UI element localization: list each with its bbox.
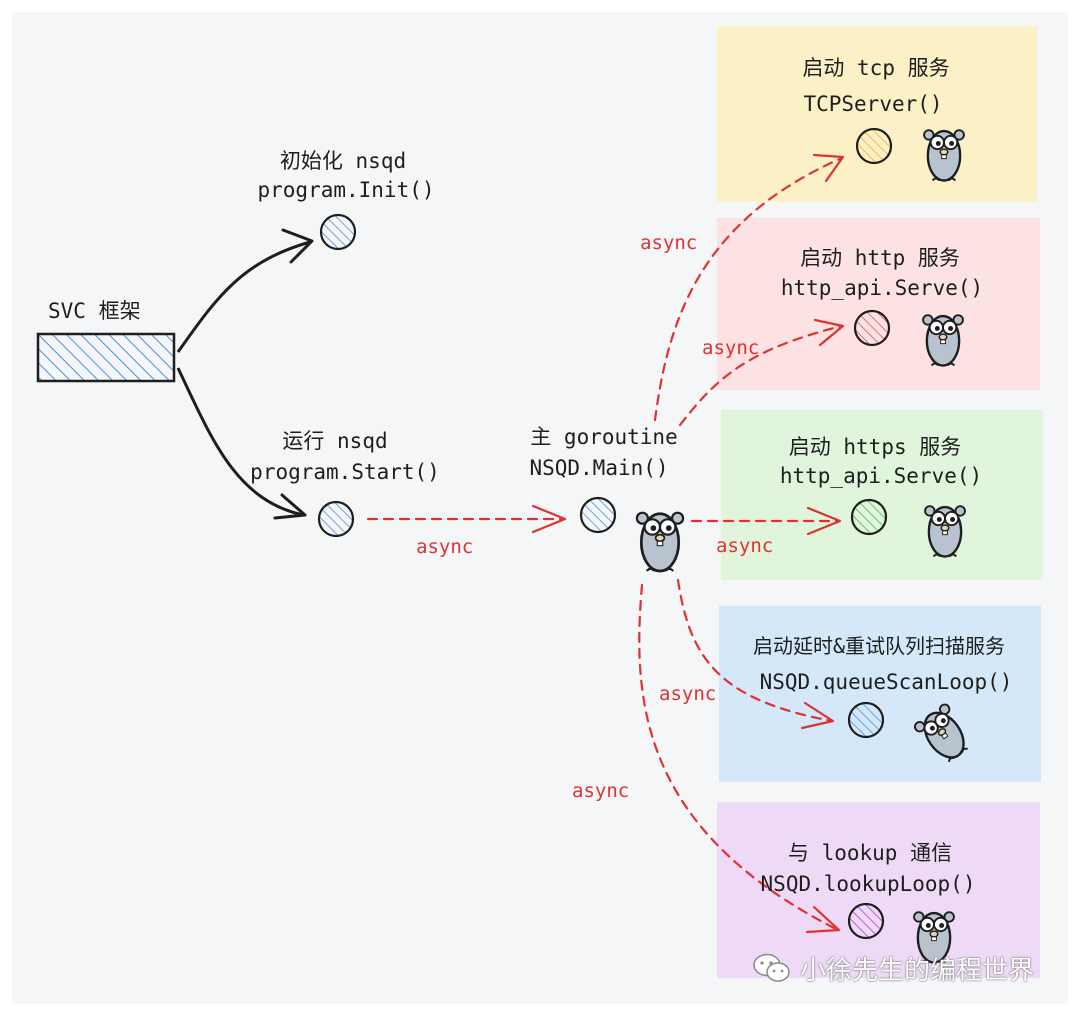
arrowhead-start (273, 493, 307, 520)
wechat-logo-icon (753, 953, 790, 982)
svc-framework-bar (36, 332, 176, 383)
start-title: 运行 nsqd (282, 429, 388, 453)
async-label-lookup: async (572, 780, 630, 802)
init-node-icon (319, 213, 357, 251)
arrowhead-http (813, 318, 845, 347)
arrow-main-to-http (678, 324, 844, 427)
arrowhead-init (281, 228, 314, 264)
tcp-node-icon (855, 127, 893, 165)
main-code: NSQD.Main() (529, 456, 669, 480)
main-title: 主 goroutine (530, 425, 678, 449)
lookup-node-icon (847, 902, 885, 940)
svc-framework-label: SVC 框架 (48, 299, 141, 323)
arrowhead-lookup (805, 905, 841, 934)
queue-scan-service-box (719, 606, 1041, 782)
https-service-code: http_api.Serve() (779, 464, 983, 488)
async-label-queue: async (659, 683, 717, 705)
http-service-code: http_api.Serve() (780, 276, 984, 300)
http-service-title: 启动 http 服务 (800, 246, 960, 270)
arrowhead-main (531, 504, 567, 534)
https-node-icon (850, 498, 888, 536)
lookup-service-title: 与 lookup 通信 (787, 841, 953, 865)
async-label-tcp: async (640, 232, 698, 254)
init-code: program.Init() (257, 178, 435, 202)
arrow-main-to-lookup (638, 583, 840, 932)
start-code: program.Start() (250, 460, 440, 484)
queue-service-code: NSQD.queueScanLoop() (759, 670, 1013, 694)
main-node-icon (579, 496, 617, 534)
arrow-svc-to-init (176, 240, 311, 353)
arrowhead-tcp (812, 153, 845, 183)
arrow-main-to-queue (676, 578, 834, 723)
queue-gopher-icon (911, 701, 976, 768)
http-service-box (717, 218, 1040, 390)
watermark-text: 小徐先生的编程世界 (800, 955, 1035, 986)
queue-node-icon (847, 701, 885, 739)
http-node-icon (853, 309, 891, 347)
https-service-title: 启动 https 服务 (788, 435, 962, 459)
async-label-https: async (716, 535, 774, 557)
main-gopher-icon (635, 511, 685, 573)
tcp-gopher-icon (922, 128, 966, 182)
arrowhead-https (806, 506, 842, 536)
async-label-start-main: async (416, 536, 474, 558)
http-gopher-icon (921, 313, 965, 367)
lookup-service-box (717, 802, 1040, 978)
arrow-main-to-tcp (653, 156, 844, 422)
tcp-service-box (717, 26, 1037, 202)
lookup-service-code: NSQD.lookupLoop() (760, 872, 976, 896)
arrow-svc-to-start (176, 367, 304, 517)
init-title: 初始化 nsqd (279, 149, 407, 173)
tcp-service-title: 启动 tcp 服务 (802, 56, 950, 80)
https-service-box (721, 410, 1043, 580)
tcp-service-code: TCPServer() (803, 92, 943, 116)
watermark: 小徐先生的编程世界 (752, 948, 1034, 988)
async-label-http: async (702, 337, 760, 359)
https-gopher-icon (923, 504, 967, 558)
queue-service-title: 启动延时&重试队列扫描服务 (752, 634, 1006, 658)
start-node-icon (317, 500, 355, 538)
arrowhead-queue (800, 701, 835, 730)
